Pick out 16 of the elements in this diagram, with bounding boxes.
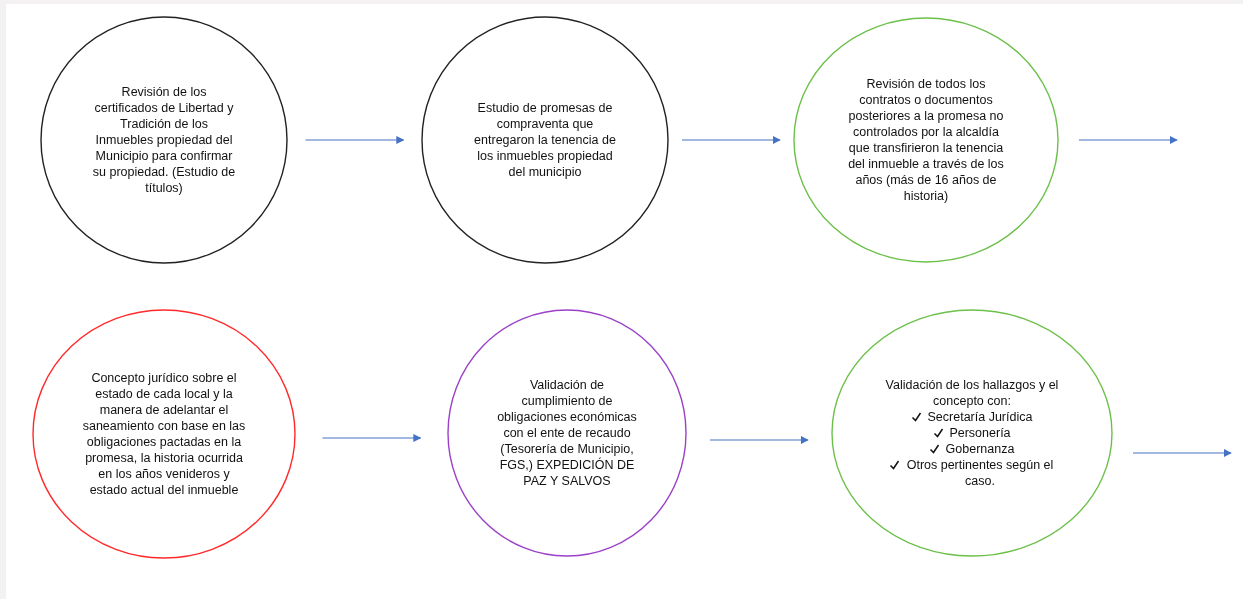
arrow [321,434,422,442]
step-text: Revisión de todos los contratos o documentos posteriores a la promesa no controlados por la alcaldía que transfirieron la tenencia del inmueble a través de los años (más de 16 años de historia) [847,76,1005,204]
list-item: Personería [949,425,1011,441]
step-text: Estudio de promesas de compraventa que entregaron la tenencia de los inmuebles propiedad del municipio [473,100,617,180]
step-text: Validación de los hallazgos y el concepto con: [884,377,1060,409]
arrow [1078,136,1178,144]
step-text: Validación de cumplimiento de obligaciones económicas con el ente de recaudo (Tesorería de Municipio, FGS,) EXPEDICIÓN DE PAZ Y SALVOS [496,377,638,489]
arrow [709,436,809,444]
step-text: Revisión de los certificados de Libertad y Tradición de los Inmuebles propiedad del Municipio para confirmar su propiedad. (Estudio de títulos) [91,84,237,196]
arrow [681,136,781,144]
list-item: Gobernanza [945,441,1015,457]
list-item: Otros pertinentes según el caso. [905,457,1055,489]
step-text: Concepto jurídico sobre el estado de cada local y la manera de adelantar el saneamiento con base en las obligaciones pactadas en la promesa, la historia ocurrida en los años venideros y estado actual del inmueble [81,370,247,498]
arrow [304,136,405,144]
arrow [1132,449,1232,457]
list-item: Secretaría Jurídica [927,409,1033,425]
